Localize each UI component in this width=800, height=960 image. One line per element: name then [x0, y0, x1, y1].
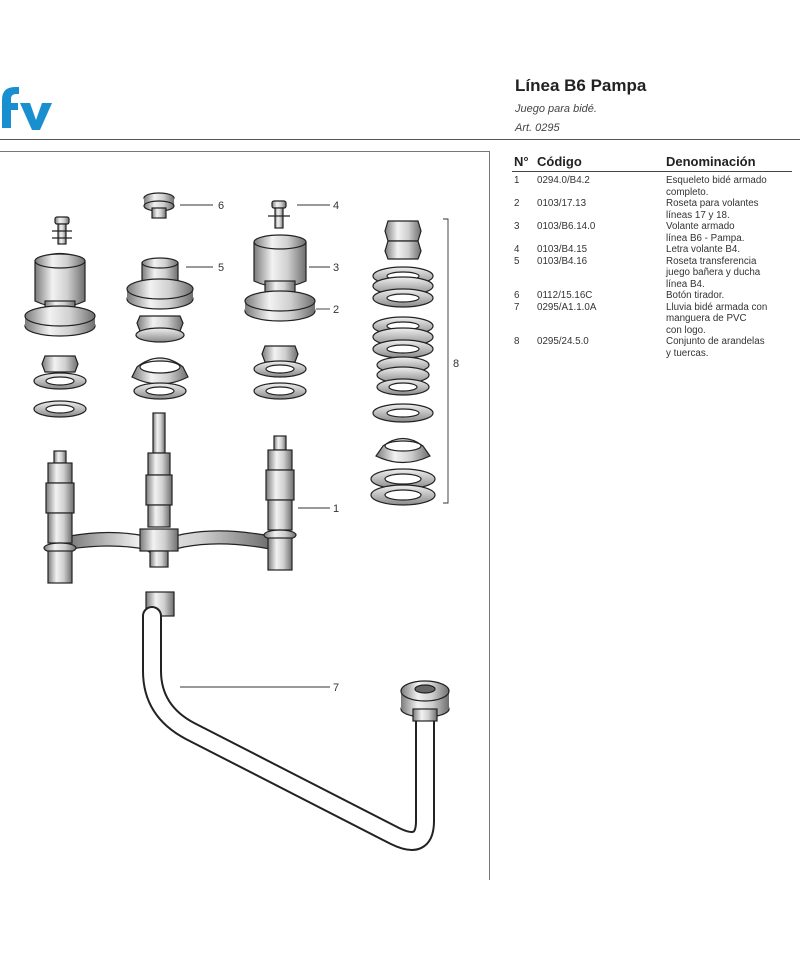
callout-8: 8 [453, 358, 459, 370]
header-number: N° [514, 154, 529, 169]
skeleton-body-part-1 [43, 412, 297, 584]
callout-6: 6 [218, 200, 224, 212]
row-description: Conjunto de arandelas y tuercas. [666, 336, 765, 359]
row-description: Lluvia bidé armada con manguera de PVC c… [666, 301, 768, 336]
row-description: Volante armado línea B6 - Pampa. [666, 221, 745, 244]
row-description: Botón tirador. [666, 290, 725, 301]
callout-2: 2 [333, 304, 339, 316]
row-code: 0294.0/B4.2 [537, 175, 590, 186]
row-number: 7 [514, 301, 520, 313]
exploded-view-drawing: 6 4 5 3 2 8 1 7 [24, 192, 459, 851]
table-header: N° Código Denominación [512, 153, 792, 171]
row-code: 0103/B4.15 [537, 244, 588, 255]
table-row: 3 0103/B6.14.0 Volante armado línea B6 - P… [512, 221, 792, 244]
table-row: 5 0103/B4.16 Roseta transferencia juego ba… [512, 256, 792, 291]
hose-assembly-part-7 [142, 591, 450, 851]
callout-7: 7 [333, 682, 339, 694]
row-code: 0295/24.5.0 [537, 336, 589, 347]
callout-5: 5 [218, 262, 224, 274]
row-number: 4 [514, 244, 520, 255]
rosette-part-5 [126, 257, 194, 400]
row-number: 2 [514, 198, 520, 209]
row-description: Esqueleto bidé armado completo. [666, 175, 767, 198]
right-nut-washers [253, 345, 307, 400]
drawing-frame [0, 151, 490, 880]
parts-table: N° Código Denominación 1 0294.0/B4.2 Esque… [512, 153, 792, 359]
table-row: 4 0103/B4.15 Letra volante B4. [512, 244, 792, 256]
callout-1: 1 [333, 503, 339, 515]
product-title: Línea B6 Pampa [515, 76, 647, 95]
table-row: 8 0295/24.5.0 Conjunto de arandelas y tuer… [512, 336, 792, 359]
table-row: 1 0294.0/B4.2 Esqueleto bidé armado comple… [512, 175, 792, 198]
row-number: 1 [514, 175, 520, 186]
product-subtitle: Juego para bidé. [515, 103, 597, 115]
row-number: 3 [514, 221, 520, 232]
fv-logo [2, 87, 52, 130]
table-row: 7 0295/A1.1.0A Lluvia bidé armada con mang… [512, 302, 792, 337]
callout-4: 4 [333, 200, 339, 212]
row-code: 0295/A1.1.0A [537, 301, 597, 313]
row-description: Roseta para volantes líneas 17 y 18. [666, 198, 759, 221]
row-number: 6 [514, 290, 520, 301]
row-code: 0103/B6.14.0 [537, 221, 596, 232]
right-handle-assembly [244, 200, 316, 322]
callout-3: 3 [333, 262, 339, 274]
callout-numbers: 6 4 5 3 2 8 1 7 [218, 200, 459, 694]
table-row: 2 0103/17.13 Roseta para volantes líneas 1… [512, 198, 792, 221]
row-number: 5 [514, 255, 520, 267]
washer-nut-set-part-8 [370, 220, 436, 506]
left-handle-assembly [24, 216, 96, 337]
row-code: 0103/17.13 [537, 198, 587, 209]
row-description: Letra volante B4. [666, 244, 741, 255]
article-number: Art. 0295 [515, 122, 560, 134]
header-code: Código [537, 154, 582, 169]
header-description: Denominación [666, 154, 756, 169]
row-code: 0103/B4.16 [537, 255, 588, 267]
header-divider [0, 139, 800, 140]
row-number: 8 [514, 336, 520, 347]
callout-leaders [180, 204, 449, 688]
button-part-6 [143, 192, 175, 219]
left-nut-washers [33, 355, 87, 418]
table-row: 6 0112/15.16C Botón tirador. [512, 290, 792, 302]
row-code: 0112/15.16C [537, 290, 593, 301]
row-description: Roseta transferencia juego bañera y duch… [666, 255, 761, 290]
table-header-rule [512, 171, 792, 172]
